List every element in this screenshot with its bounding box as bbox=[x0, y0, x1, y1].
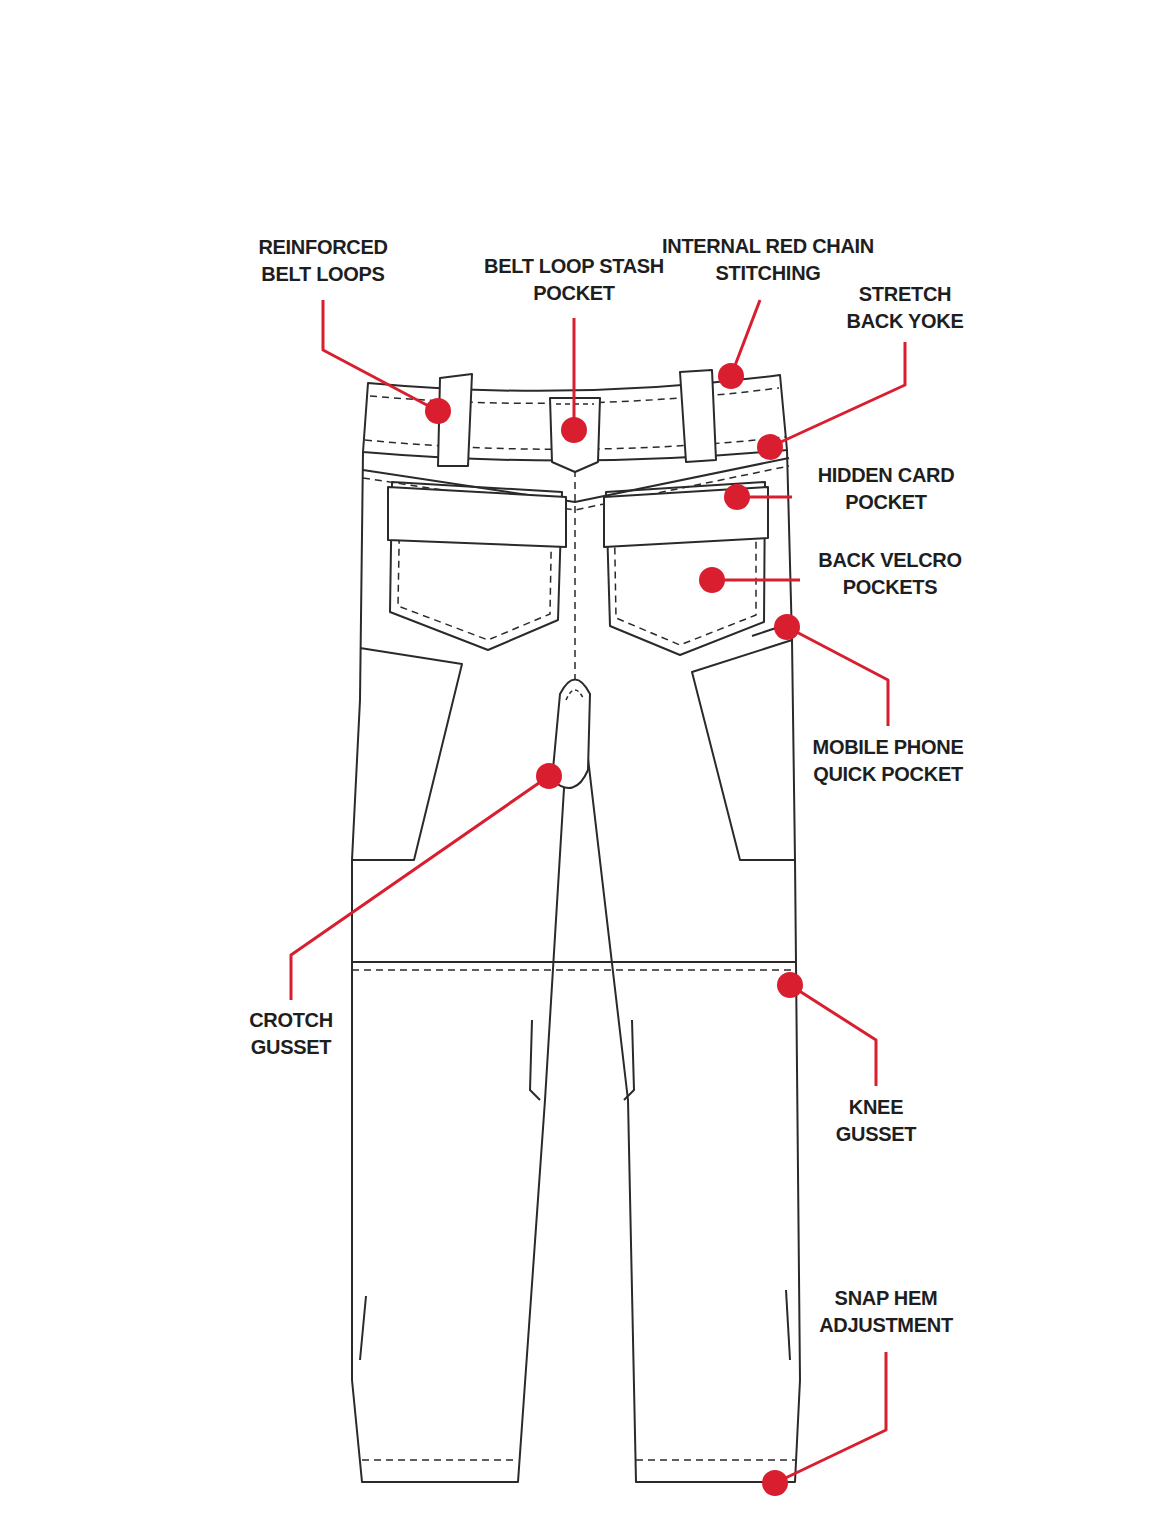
side-panel bbox=[692, 640, 795, 860]
side-panel bbox=[352, 648, 462, 860]
callout-label: SNAP HEM ADJUSTMENT bbox=[803, 1285, 969, 1339]
callout-dot bbox=[536, 763, 562, 789]
crotch-gusset-stitch bbox=[566, 690, 584, 700]
knee-crease bbox=[530, 1020, 540, 1100]
leader-line bbox=[775, 1352, 886, 1483]
leader-line bbox=[573, 318, 576, 430]
callout-dot bbox=[724, 484, 750, 510]
leader-line bbox=[712, 579, 800, 582]
center-seam bbox=[574, 470, 576, 680]
leader-line bbox=[787, 627, 888, 726]
callout-label: STRETCH BACK YOKE bbox=[832, 281, 978, 335]
callout-label: KNEE GUSSET bbox=[824, 1094, 928, 1148]
knee-crease bbox=[624, 1020, 634, 1100]
callout-dot bbox=[774, 614, 800, 640]
leader-line bbox=[291, 776, 549, 1000]
callout-label: MOBILE PHONE QUICK POCKET bbox=[794, 734, 982, 788]
callout-dots bbox=[425, 363, 803, 1496]
callout-dot bbox=[425, 398, 451, 424]
callout-dot bbox=[718, 363, 744, 389]
callout-dot bbox=[561, 417, 587, 443]
leader-lines bbox=[291, 300, 905, 1483]
callout-label: CROTCH GUSSET bbox=[232, 1007, 350, 1061]
callout-dot bbox=[757, 434, 783, 460]
leader-line bbox=[770, 342, 905, 447]
knee-seam bbox=[352, 961, 797, 963]
phone-pocket-slit bbox=[752, 628, 776, 636]
hem-stitch bbox=[362, 1459, 795, 1461]
callout-dot bbox=[699, 567, 725, 593]
callout-label: BACK VELCRO POCKETS bbox=[804, 547, 976, 601]
callout-label: HIDDEN CARD POCKET bbox=[800, 462, 972, 516]
leader-line bbox=[323, 300, 438, 411]
callout-dot bbox=[762, 1470, 788, 1496]
callout-label: INTERNAL RED CHAIN STITCHING bbox=[659, 233, 877, 287]
pants-outline bbox=[352, 370, 800, 1482]
knee-stitch bbox=[352, 969, 797, 971]
leader-line bbox=[790, 985, 876, 1086]
callout-dot bbox=[777, 972, 803, 998]
snap-hem-slit bbox=[360, 1296, 366, 1360]
leg-outline bbox=[352, 450, 800, 1482]
callout-label: REINFORCED BELT LOOPS bbox=[243, 234, 403, 288]
snap-hem-slit bbox=[786, 1290, 790, 1360]
callout-label: BELT LOOP STASH POCKET bbox=[483, 253, 665, 307]
belt-loop bbox=[680, 370, 716, 462]
pocket-flap bbox=[388, 487, 566, 547]
